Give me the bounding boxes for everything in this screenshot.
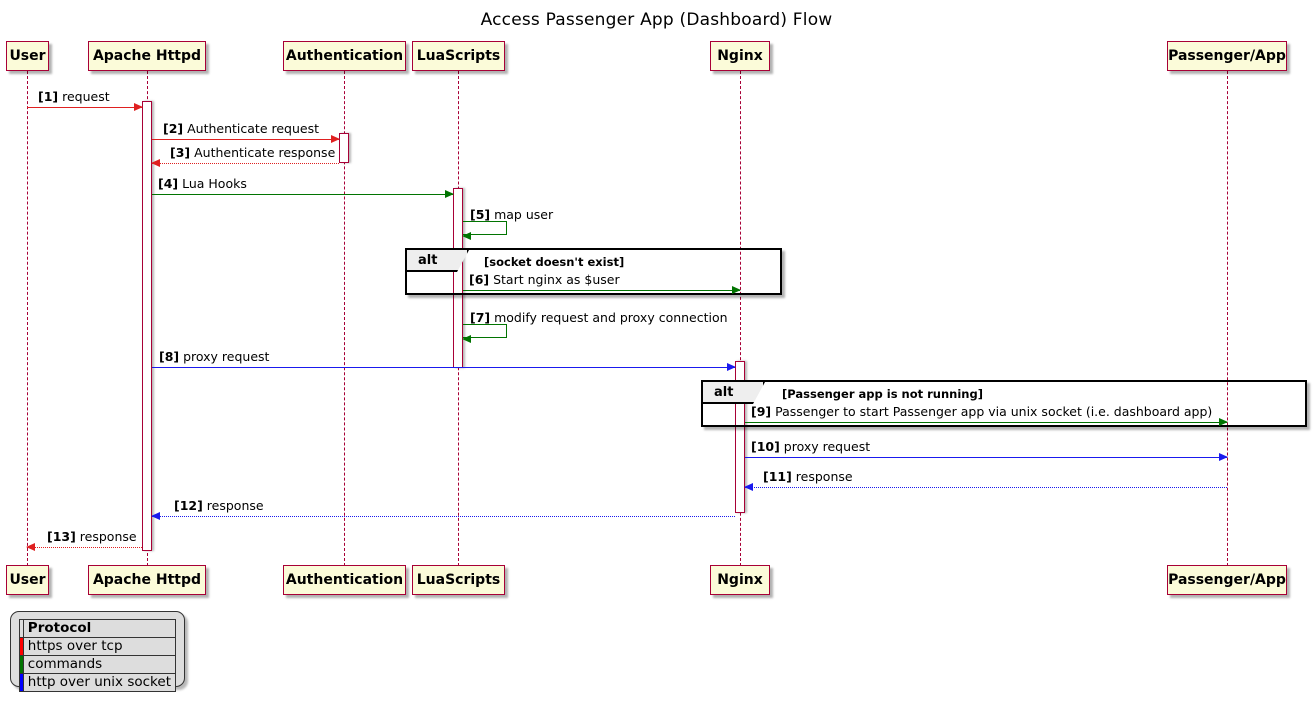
lifeline-user [27, 71, 28, 566]
message-12-line [152, 516, 735, 517]
message-12-label: [12] response [174, 498, 264, 513]
message-11-arrowhead [744, 482, 753, 491]
participant-apache-top[interactable]: Apache Httpd [88, 41, 206, 71]
message-1-label: [1] request [38, 89, 110, 104]
alt-group-socket-tab: alt [407, 250, 469, 272]
message-13-label: [13] response [47, 529, 137, 544]
message-8-line [152, 367, 735, 368]
legend-row-https: https over tcp [19, 637, 177, 656]
message-10-arrowhead [1219, 452, 1228, 461]
message-3-arrowhead [151, 158, 160, 167]
message-4-label: [4] Lua Hooks [158, 176, 247, 191]
message-9-label: [9] Passenger to start Passenger app via… [751, 404, 1213, 419]
message-4-line [152, 194, 453, 195]
message-3-line [152, 163, 339, 164]
message-12-arrowhead [151, 511, 160, 520]
message-13-line [27, 547, 142, 548]
participant-user-top[interactable]: User [6, 41, 49, 71]
legend-row-commands: commands [19, 655, 177, 674]
participant-apache-bottom[interactable]: Apache Httpd [88, 565, 206, 595]
message-7-line-right [506, 324, 507, 338]
message-6-arrowhead [732, 285, 741, 294]
message-5-arrowhead [462, 231, 471, 240]
message-7-arrowhead [462, 334, 471, 343]
message-7-label: [7] modify request and proxy connection [470, 310, 728, 325]
activation-auth [339, 133, 349, 163]
participant-user-bottom[interactable]: User [6, 565, 49, 595]
lifeline-passenger [1227, 71, 1228, 566]
message-3-label: [3] Authenticate response [170, 145, 336, 160]
legend-label-http-over-unix-socket: http over unix socket [22, 673, 177, 692]
alt-group-passenger-condition: [Passenger app is not running] [782, 387, 983, 401]
message-10-label: [10] proxy request [751, 439, 871, 454]
legend: Protocol https over tcp commands http ov… [10, 611, 185, 692]
message-10-line [745, 457, 1227, 458]
activation-apache [142, 101, 152, 551]
message-7-modify-request [462, 324, 507, 343]
legend-label-https-over-tcp: https over tcp [22, 637, 177, 656]
message-8-arrowhead [727, 362, 736, 371]
activation-nginx [735, 361, 745, 513]
message-5-label: [5] map user [470, 207, 554, 222]
participant-nginx-top[interactable]: Nginx [710, 41, 770, 71]
participant-nginx-bottom[interactable]: Nginx [710, 565, 770, 595]
message-6-label: [6] Start nginx as $user [469, 272, 620, 287]
participant-auth-top[interactable]: Authentication [283, 41, 406, 71]
alt-group-passenger-tab: alt [703, 382, 765, 404]
participant-passenger-bottom[interactable]: Passenger/App [1167, 565, 1287, 595]
legend-header-row: Protocol [19, 619, 177, 638]
lifeline-auth [344, 71, 345, 566]
legend-label-commands: commands [22, 655, 177, 674]
lifeline-nginx [740, 71, 741, 566]
message-7-line-bottom [463, 337, 507, 338]
message-2-label: [2] Authenticate request [163, 121, 319, 136]
message-5-line-top [463, 221, 507, 222]
message-11-line [745, 487, 1227, 488]
alt-group-socket-condition: [socket doesn't exist] [484, 255, 625, 269]
message-5-line-right [506, 221, 507, 235]
participant-auth-bottom[interactable]: Authentication [283, 565, 406, 595]
message-9-arrowhead [1219, 417, 1228, 426]
legend-header-label: Protocol [22, 619, 177, 638]
message-5-map-user [462, 221, 507, 240]
page-title: Access Passenger App (Dashboard) Flow [480, 10, 833, 30]
message-2-line [152, 139, 339, 140]
participant-passenger-top[interactable]: Passenger/App [1167, 41, 1287, 71]
participant-lua-top[interactable]: LuaScripts [412, 41, 505, 71]
message-11-label: [11] response [763, 469, 853, 484]
message-1-line [27, 107, 142, 108]
message-13-arrowhead [26, 542, 35, 551]
alt-group-passenger: alt [701, 380, 1307, 427]
participant-lua-bottom[interactable]: LuaScripts [412, 565, 505, 595]
message-4-arrowhead [445, 189, 454, 198]
alt-group-socket: alt [405, 248, 782, 295]
message-8-label: [8] proxy request [159, 349, 270, 364]
message-5-line-bottom [463, 234, 507, 235]
message-6-line [463, 290, 740, 291]
legend-table: Protocol https over tcp commands http ov… [19, 619, 177, 692]
message-2-arrowhead [331, 134, 340, 143]
message-7-line-top [463, 324, 507, 325]
message-9-line [745, 422, 1227, 423]
legend-row-unix-socket: http over unix socket [19, 673, 177, 692]
message-1-arrowhead [134, 102, 143, 111]
